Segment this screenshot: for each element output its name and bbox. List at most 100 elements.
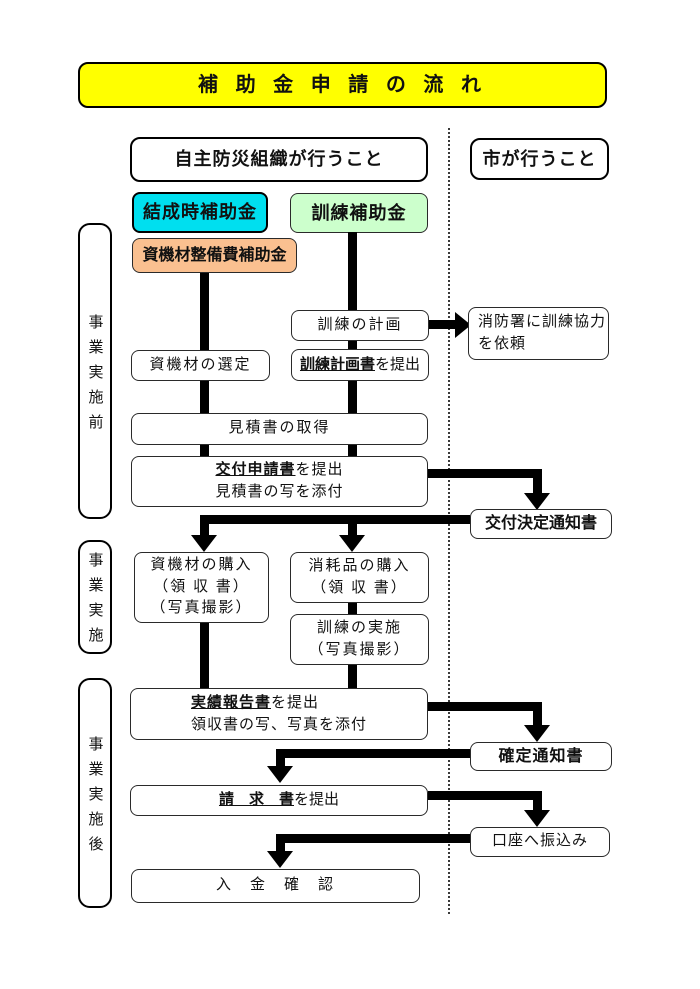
flow-box-label: 消防署に訓練協力 を依頼 — [478, 312, 606, 356]
connector-vline — [348, 523, 357, 537]
connector-vline — [200, 622, 209, 689]
flow-box-invoice-submit: 請 求 書を提出 — [130, 785, 428, 816]
connector-hline — [429, 320, 456, 329]
line-2: （写真撮影） — [308, 641, 411, 658]
arrow-down-icon — [339, 535, 365, 552]
line-2: 領収書の写、写真を添付 — [190, 716, 367, 733]
flow-box-label: 交付決定通知書 — [484, 515, 597, 533]
phase-label-implementation: 事業実施 — [78, 540, 112, 654]
flow-box-label: 見積書の取得 — [228, 420, 331, 437]
flow-box-label: 入 金 確 認 — [215, 877, 335, 894]
flow-box-grant-decision-notice: 交付決定通知書 — [470, 509, 612, 539]
connector-vline — [200, 273, 209, 351]
line-1: 交付申請書を提出 — [215, 459, 343, 482]
flow-box-label: 資機材の選定 — [149, 356, 252, 373]
flow-box-label: 請 求 書を提出 — [219, 789, 339, 812]
connector-vline — [533, 469, 542, 497]
document-name-emphasis: 交付申請書 — [215, 461, 296, 479]
connector-hline — [200, 515, 470, 524]
connector-vline — [533, 702, 542, 729]
connector-vline — [533, 791, 542, 813]
subsidy-equipment-label: 資機材整備費補助金 — [142, 246, 287, 264]
subsidy-box-equipment: 資機材整備費補助金 — [132, 238, 297, 273]
column-header-city: 市が行うこと — [470, 138, 609, 180]
flow-box-bank-transfer: 口座へ振込み — [470, 827, 610, 857]
connector-vline — [348, 664, 357, 689]
line-1: 実績報告書を提出 — [191, 692, 367, 715]
label-rest: を提出 — [375, 356, 421, 373]
connector-vline — [348, 602, 357, 615]
subsidy-box-formation: 結成時補助金 — [132, 192, 268, 233]
phase-label-after-implementation: 事業実施後 — [78, 678, 112, 908]
connector-vline — [200, 444, 209, 457]
flow-box-label: 消耗品の購入 （領 収 書） — [308, 556, 410, 600]
flow-box-fire-department-request: 消防署に訓練協力 を依頼 — [468, 307, 609, 360]
label-rest: を提出 — [294, 792, 340, 809]
document-name-emphasis: 請 求 書 — [218, 791, 294, 809]
title-banner: 補 助 金 申 請 の 流 れ — [78, 62, 607, 108]
flow-box-label: 訓練計画書を提出 — [300, 354, 420, 377]
flow-box-performance-report-submit: 実績報告書を提出 領収書の写、写真を添付 — [130, 688, 428, 740]
line-1: 訓練の実施 — [316, 619, 402, 636]
connector-vline — [348, 380, 357, 414]
flow-box-confirmation-notice: 確定通知書 — [470, 742, 612, 771]
flow-box-label: 実績報告書を提出 領収書の写、写真を添付 — [191, 692, 367, 737]
line-2: を依頼 — [478, 335, 527, 352]
arrow-down-icon — [267, 851, 293, 868]
line-2: 見積書の写を添付 — [215, 484, 344, 500]
column-header-city-label: 市が行うこと — [482, 148, 597, 169]
flow-box-training-plan: 訓練の計画 — [291, 310, 429, 341]
flow-box-label: 交付申請書を提出 見積書の写を添付 — [215, 459, 343, 504]
phase-label-before-implementation: 事業実施前 — [78, 223, 112, 519]
connector-hline — [428, 469, 542, 478]
flow-box-label: 資機材の購入 （領 収 書） （写真撮影） — [150, 555, 252, 620]
column-header-organization: 自主防災組織が行うこと — [130, 137, 428, 182]
line-2: （領 収 書） — [153, 578, 250, 595]
label-rest: を提出 — [295, 462, 344, 479]
subsidy-box-training: 訓練補助金 — [290, 193, 428, 233]
line-3: （写真撮影） — [150, 600, 253, 617]
connector-vline — [348, 232, 357, 311]
arrow-down-icon — [524, 493, 550, 510]
line-2: （領 収 書） — [311, 579, 408, 596]
connector-hline — [428, 791, 542, 800]
connector-vline — [200, 523, 209, 537]
flow-box-label: 確定通知書 — [498, 747, 584, 765]
arrow-down-icon — [524, 810, 550, 827]
connector-hline — [276, 749, 470, 758]
line-1: 資機材の購入 — [150, 556, 253, 573]
arrow-down-icon — [267, 766, 293, 783]
connector-vline — [348, 340, 357, 350]
arrow-down-icon — [191, 535, 217, 552]
flow-box-equipment-purchase: 資機材の購入 （領 収 書） （写真撮影） — [134, 552, 269, 623]
subsidy-training-label: 訓練補助金 — [311, 202, 407, 223]
connector-hline — [276, 834, 470, 843]
flow-box-quote-obtain: 見積書の取得 — [131, 413, 428, 445]
connector-hline — [428, 702, 542, 711]
document-name-emphasis: 訓練計画書 — [299, 355, 375, 373]
line-1: 消防署に訓練協力 — [478, 313, 607, 330]
phase-label-text: 事業実施前 — [86, 313, 103, 439]
flow-box-grant-application-submit: 交付申請書を提出 見積書の写を添付 — [131, 456, 428, 507]
column-header-organization-label: 自主防災組織が行うこと — [174, 149, 384, 170]
connector-vline — [276, 757, 285, 768]
flow-box-label: 訓練の実施 （写真撮影） — [308, 618, 410, 662]
phase-label-text: 事業実施後 — [86, 735, 103, 861]
flow-box-equipment-selection: 資機材の選定 — [131, 350, 270, 381]
arrow-right-icon — [455, 312, 471, 338]
arrow-down-icon — [524, 725, 550, 742]
document-name-emphasis: 実績報告書 — [190, 693, 271, 711]
subsidy-formation-label: 結成時補助金 — [143, 202, 257, 223]
label-rest: を提出 — [271, 694, 320, 711]
flow-box-payment-confirmation: 入 金 確 認 — [131, 869, 420, 903]
flow-box-training-conduct: 訓練の実施 （写真撮影） — [290, 614, 429, 665]
flow-box-label: 口座へ振込み — [491, 833, 588, 850]
page-title: 補 助 金 申 請 の 流 れ — [198, 73, 487, 96]
line-1: 消耗品の購入 — [308, 557, 411, 574]
flow-box-training-plan-submit: 訓練計画書を提出 — [291, 349, 429, 381]
phase-label-text: 事業実施 — [86, 552, 103, 652]
connector-vline — [348, 444, 357, 457]
connector-vline — [200, 380, 209, 414]
flow-box-label: 訓練の計画 — [317, 316, 403, 333]
